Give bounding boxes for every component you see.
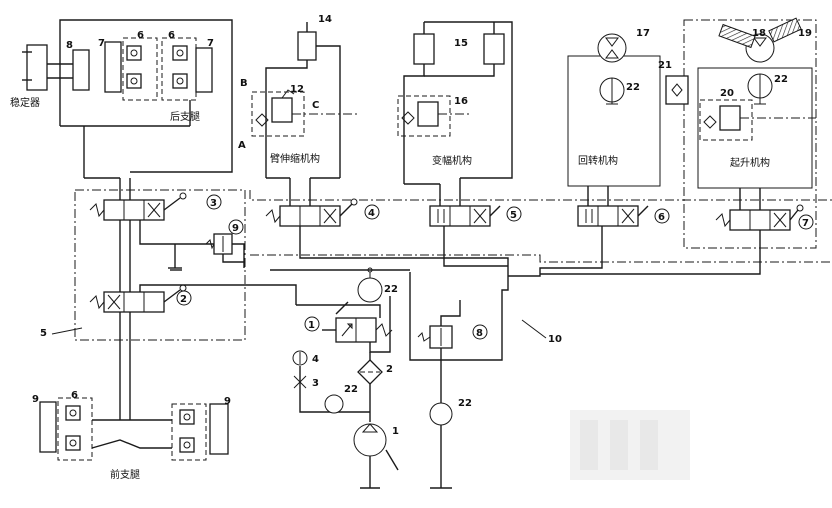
telescoping-mechanism: 14 12 B A C 臂伸缩机构: [238, 14, 360, 178]
cylinder-15-left: [413, 33, 435, 65]
label-6b: 6: [168, 30, 175, 41]
circled-5: [506, 206, 522, 222]
label-22-hoist: 22: [774, 74, 788, 85]
valve-bank-boundary: [74, 189, 246, 341]
circled-2: [176, 290, 192, 306]
stabilizer-group: 8 稳定器 7 6 6 7 后支腿: [10, 19, 233, 179]
label-7b: 7: [207, 38, 214, 49]
directional-valve-2: 2: [89, 284, 192, 313]
label-18: 18: [752, 28, 766, 39]
svg-text:5: 5: [510, 210, 517, 221]
balance-valve-20: [699, 99, 753, 141]
label-14: 14: [318, 14, 332, 25]
directional-valve-7: 7: [715, 204, 814, 231]
accumulator-4: 4: [292, 350, 319, 366]
slewing-mechanism: 17 22 回转机构: [567, 28, 661, 187]
directional-valve-5: 5: [429, 205, 522, 227]
circled-9: [228, 219, 244, 235]
label-8: 8: [66, 40, 73, 51]
label-hoisting: 起升机构: [730, 156, 770, 169]
sequence-valve-9: 9: [205, 219, 244, 255]
label-3: 3: [312, 378, 319, 389]
label-9b: 9: [224, 396, 231, 407]
cylinder-9-left: [39, 401, 57, 453]
cylinder-7-left: [104, 41, 122, 93]
cylinder-15-right: [483, 33, 505, 65]
svg-text:7: 7: [802, 218, 809, 229]
label-22-slew: 22: [626, 82, 640, 93]
hoisting-mechanism: 18 19 22 21 20 起升机构: [658, 17, 817, 249]
circled-1: [304, 316, 320, 332]
brake-left: [718, 23, 756, 49]
label-6c: 6: [71, 390, 78, 401]
label-4: 4: [312, 354, 319, 365]
brake-right: [768, 17, 802, 43]
label-15: 15: [454, 38, 468, 49]
circled-6: [654, 208, 670, 224]
slewing-motor-17: [597, 33, 627, 63]
svg-text:4: 4: [368, 208, 375, 219]
label-10: 10: [548, 334, 562, 345]
label-2: 2: [386, 364, 393, 375]
label-22-main: 22: [384, 284, 398, 295]
svg-text:3: 3: [210, 198, 217, 209]
throttle-3: 3: [293, 375, 319, 389]
svg-text:9: 9: [232, 223, 239, 234]
cylinder-9-right: [209, 403, 229, 455]
label-9a: 9: [32, 394, 39, 405]
label-19: 19: [798, 28, 812, 39]
letter-a: A: [238, 140, 246, 151]
letter-b: B: [240, 78, 248, 89]
svg-text:2: 2: [180, 294, 187, 305]
relief-valve-1: 1: [304, 301, 393, 343]
check-valve-block-6-front-left: [57, 397, 93, 461]
check-valve-block-6-front-right: [171, 403, 207, 461]
directional-valve-3: 3: [89, 192, 222, 221]
label-22-pump: 22: [344, 384, 358, 395]
hoisting-boundary: [683, 19, 817, 249]
pressure-valve-8: 8: [417, 324, 488, 349]
label-front-outrigger: 前支腿: [110, 468, 140, 481]
svg-text:6: 6: [658, 212, 665, 223]
label-12: 12: [290, 84, 304, 95]
circled-7: [798, 214, 814, 230]
circled-8: [472, 324, 488, 340]
cylinder-8: [72, 49, 90, 91]
label-22-return: 22: [458, 398, 472, 409]
label-6a: 6: [137, 30, 144, 41]
circled-3: [206, 194, 222, 210]
balance-valve-16: [397, 95, 451, 137]
svg-text:1: 1: [308, 320, 315, 331]
label-slewing: 回转机构: [578, 154, 618, 167]
label-17: 17: [636, 28, 650, 39]
gauge-22-pump: [324, 394, 344, 414]
label-20: 20: [720, 88, 734, 99]
label-1: 1: [392, 426, 399, 437]
front-outrigger-group: 9 6 9 前支腿: [32, 390, 231, 481]
luffing-mechanism: 15 16 变幅机构: [397, 21, 513, 184]
cylinder-14: [297, 31, 317, 61]
directional-valve-6: 6: [577, 205, 670, 227]
letter-c: C: [312, 100, 319, 111]
check-valve-block-6-left: [122, 37, 158, 101]
label-luffing: 变幅机构: [432, 154, 472, 167]
label-stabilizer: 稳定器: [10, 96, 40, 109]
label-rear-outrigger: 后支腿: [170, 111, 200, 123]
label-21: 21: [658, 60, 672, 71]
valve-21: [665, 75, 689, 105]
label-16: 16: [454, 96, 468, 107]
label-5: 5: [40, 328, 47, 339]
filter-2: 2: [357, 359, 393, 385]
stabilizer-cylinder: [26, 44, 48, 91]
circled-4: [364, 204, 380, 220]
cylinder-7-right: [195, 47, 213, 93]
label-telescoping: 臂伸缩机构: [270, 152, 320, 165]
gauge-22-return: [429, 402, 453, 426]
pump-1: 1: [353, 423, 399, 489]
gauge-22-main: [357, 277, 383, 303]
svg-text:8: 8: [476, 328, 483, 339]
label-7a: 7: [98, 38, 105, 49]
directional-valve-4: 4: [265, 198, 380, 227]
